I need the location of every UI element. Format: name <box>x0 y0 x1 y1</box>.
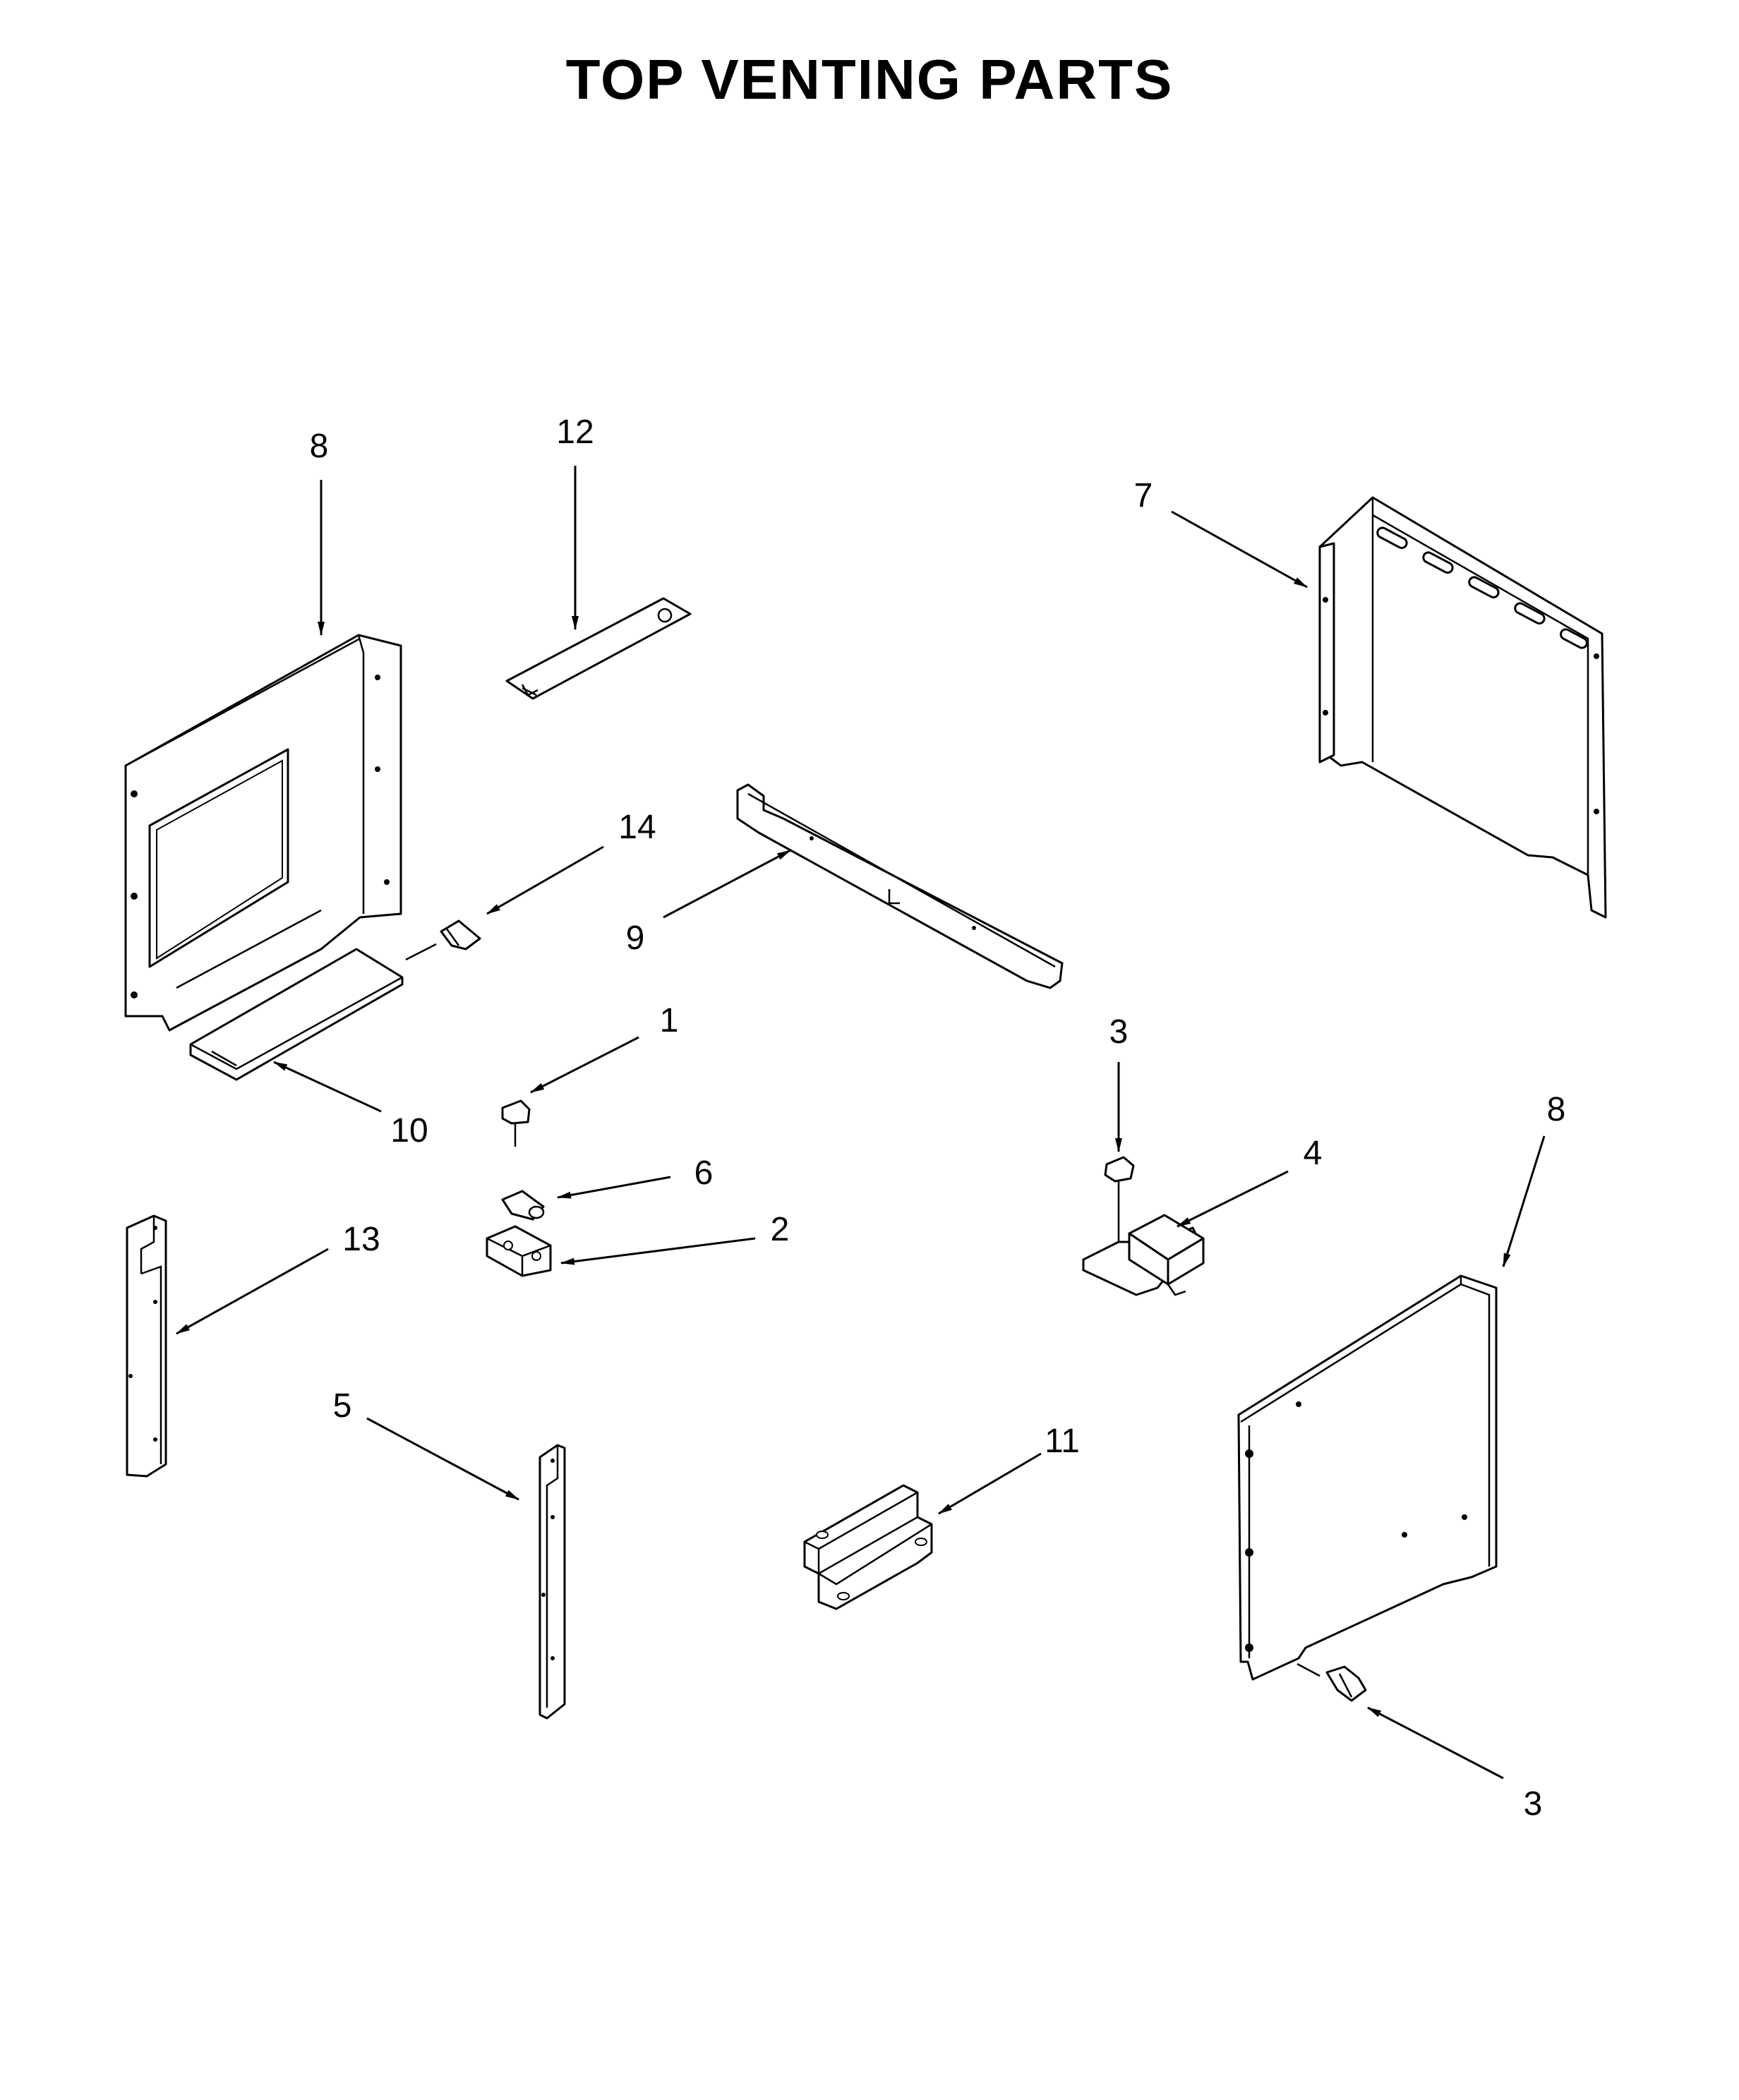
callout-10: 10 <box>390 1112 428 1149</box>
callout-2: 2 <box>771 1211 790 1248</box>
callout-8-top: 8 <box>310 428 329 465</box>
leader-7 <box>1171 510 1308 589</box>
page-title: TOP VENTING PARTS <box>566 48 1174 111</box>
side-panel-right <box>1237 1274 1498 1681</box>
callout-13: 13 <box>342 1221 380 1258</box>
leader-5 <box>366 1417 519 1501</box>
side-panel-left <box>124 634 402 1032</box>
callout-9: 9 <box>626 919 645 957</box>
plate <box>505 597 692 700</box>
callout-6: 6 <box>694 1154 714 1192</box>
leader-2 <box>560 1237 756 1265</box>
fuse <box>501 1190 545 1221</box>
callout-14: 14 <box>618 809 656 846</box>
callout-11: 11 <box>1045 1423 1080 1460</box>
leader-13 <box>176 1248 329 1335</box>
leader-11 <box>938 1452 1042 1515</box>
screw-3-upper <box>1104 1156 1135 1245</box>
leader-14 <box>486 845 604 915</box>
screw-14 <box>405 919 481 961</box>
vertical-rail-left <box>126 1214 167 1478</box>
rear-panel <box>1318 496 1607 919</box>
callout-4: 4 <box>1304 1135 1323 1172</box>
leader-8b <box>1502 1135 1546 1267</box>
callout-5: 5 <box>333 1387 352 1425</box>
leader-6 <box>557 1176 671 1199</box>
callout-1: 1 <box>660 1002 679 1039</box>
vertical-rail-center <box>538 1444 566 1720</box>
leader-1 <box>530 1036 639 1094</box>
callout-8-bottom: 8 <box>1547 1091 1566 1128</box>
screw-1 <box>501 1099 531 1147</box>
callout-3-lower: 3 <box>1524 1785 1543 1823</box>
callout-7: 7 <box>1134 477 1153 514</box>
callouts: 8 12 7 14 9 1 3 8 10 6 4 2 13 5 11 3 <box>310 414 1566 1823</box>
vent-slots <box>1376 526 1588 649</box>
leader-10 <box>273 1061 382 1113</box>
long-rail <box>736 783 1064 989</box>
callout-3-upper: 3 <box>1109 1013 1129 1051</box>
fuse-holder <box>486 1225 552 1277</box>
z-bracket <box>803 1484 933 1610</box>
leader-lines <box>176 466 1546 1780</box>
callout-12: 12 <box>556 414 594 451</box>
leader-3b <box>1367 1706 1504 1780</box>
leader-9 <box>663 849 791 919</box>
thermal-switch <box>1082 1214 1205 1296</box>
bracket-tray <box>189 948 404 1081</box>
leader-4 <box>1177 1170 1289 1228</box>
screw-3-lower <box>1296 1662 1367 1702</box>
